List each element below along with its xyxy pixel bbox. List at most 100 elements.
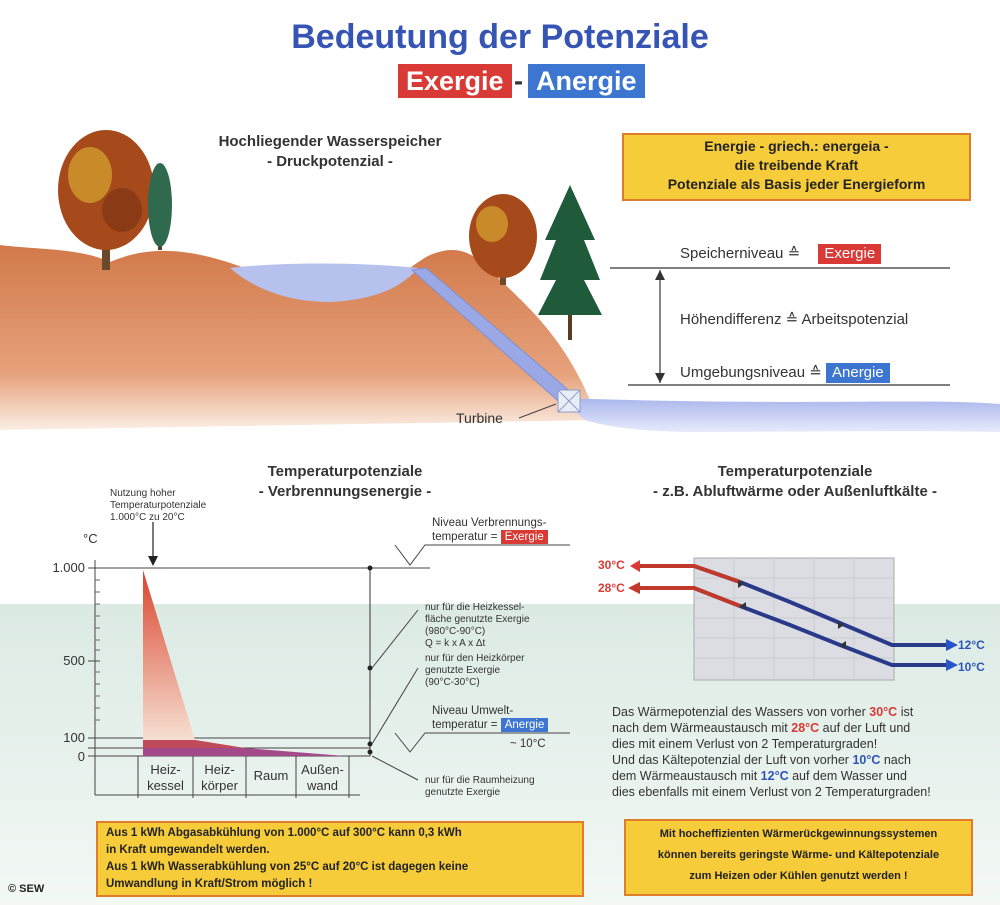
hoehendifferenz-label: Höhendifferenz ≙ Arbeitspotenzial (680, 311, 909, 328)
category-aussenwand: Außen- wand (296, 762, 349, 794)
para-line1: Das Wärmepotenzial des Wassers von vorhe… (612, 704, 997, 720)
speicherniveau-text: Speicherniveau ≙ (680, 245, 801, 262)
para-l1a: Das Wärmepotenzial des Wassers von vorhe… (612, 705, 870, 719)
heizkessel-note-line1: nur für die Heizkessel- (425, 602, 525, 613)
left-heading-line1: Temperaturpotenziale (267, 463, 423, 480)
umgebungsniveau-badge: Anergie (826, 363, 890, 383)
right-heading-line2: - z.B. Abluftwärme oder Außenluftkälte - (653, 483, 937, 500)
para-l2b: 28°C (791, 721, 820, 735)
waermepotenzial-paragraph: Das Wärmepotenzial des Wassers von vorhe… (612, 704, 997, 800)
box-line1: Energie - griech.: energeia - (704, 138, 889, 154)
raum-note: nur für die Raumheizung genutzte Exergie (425, 775, 535, 799)
tree-left (58, 130, 154, 270)
approx-10-label: ~ 10°C (510, 738, 546, 750)
tree-pine (538, 185, 602, 340)
heizkoerper-note-line1: nur für den Heizkörper (425, 653, 525, 664)
box-line3: Potenziale als Basis jeder Energieform (667, 176, 926, 192)
top-heading: Hochliegender Wasserspeicher - Druckpote… (180, 132, 480, 172)
para-l1c: ist (897, 705, 914, 719)
top-heading-line1: Hochliegender Wasserspeicher (218, 133, 442, 150)
wrg-box-line3: zum Heizen oder Kühlen genutzt werden ! (689, 870, 908, 882)
para-l5b: 12°C (760, 769, 789, 783)
exergie-tag: Exergie (398, 64, 512, 98)
umgebungsniveau-label: Umgebungsniveau ≙ Anergie (680, 363, 890, 383)
speicherniveau-badge: Exergie (818, 244, 882, 264)
tick-0: 0 (77, 749, 85, 764)
abgas-info-box: Aus 1 kWh Abgasabkühlung von 1.000°C auf… (96, 821, 584, 897)
heizkoerper-note: nur für den Heizkörper genutzte Exergie … (425, 653, 525, 689)
para-line6: dies ebenfalls mit einem Verlust von 2 T… (612, 785, 931, 799)
niveau-verbrennung-text: temperatur = (432, 531, 498, 543)
left-heading: Temperaturpotenziale - Verbrennungsenerg… (200, 462, 490, 502)
niveau-umwelt-line1: Niveau Umwelt- (432, 705, 514, 717)
reservoir (230, 263, 418, 302)
para-l4a: Und das Kältepotenzial der Luft von vorh… (612, 753, 853, 767)
tick-1000: 1.000 (52, 560, 85, 575)
category-heizkoerper-line2: körper (201, 778, 238, 793)
para-l4c: nach (880, 753, 911, 767)
para-l5a: dem Wärmeaustausch mit (612, 769, 761, 783)
niveau-umwelt-text: temperatur = (432, 719, 498, 731)
niveau-umwelt-badge: Anergie (500, 718, 549, 732)
turbine-label: Turbine (456, 410, 503, 426)
raum-note-line2: genutzte Exergie (425, 787, 501, 798)
abgas-box-line3: Aus 1 kWh Wasserabkühlung von 25°C auf 2… (106, 861, 469, 873)
heizkoerper-note-line2: genutzte Exergie (425, 665, 501, 676)
para-line5: dem Wärmeaustausch mit 12°C auf dem Wass… (612, 768, 997, 784)
heizkoerper-band (143, 740, 245, 748)
abgas-box-line2: in Kraft umgewandelt werden. (106, 844, 270, 856)
category-heizkoerper: Heiz- körper (193, 762, 246, 794)
para-line4: Und das Kältepotenzial der Luft von vorh… (612, 752, 997, 768)
category-heizkessel-line2: kessel (147, 778, 184, 793)
left-heading-line2: - Verbrennungsenergie - (258, 483, 432, 500)
right-heading: Temperaturpotenziale - z.B. Abluftwärme … (600, 462, 990, 502)
anergie-tag: Anergie (528, 64, 645, 98)
para-l5c: auf dem Wasser und (788, 769, 907, 783)
umgebungsniveau-text: Umgebungsniveau ≙ (680, 364, 822, 381)
heizkessel-note-line2: fläche genutzte Exergie (425, 614, 530, 625)
heizkessel-note-line4: Q = k x A x Δt (425, 638, 486, 649)
label-28c: 28°C (598, 581, 625, 595)
para-line3: dies mit einem Verlust von 2 Temperaturg… (612, 737, 878, 751)
speicherniveau-label: Speicherniveau ≙ Exergie (680, 244, 882, 264)
abgas-box-line1: Aus 1 kWh Abgasabkühlung von 1.000°C auf… (106, 827, 462, 839)
raum-note-line1: nur für die Raumheizung (425, 775, 535, 786)
waermerueckgewinnung-box: Mit hocheffizienten Wärmerückgewinnungss… (624, 819, 973, 896)
category-heizkessel: Heiz- kessel (138, 762, 193, 794)
para-l2a: nach dem Wärmeaustausch mit (612, 721, 792, 735)
tree-middle (469, 194, 537, 285)
wrg-box-line1: Mit hocheffizienten Wärmerückgewinnungss… (659, 828, 938, 840)
right-heading-line1: Temperaturpotenziale (717, 463, 873, 480)
para-l2c: auf der Luft und (819, 721, 911, 735)
page-title: Bedeutung der Potenziale (291, 18, 709, 56)
label-12c: 12°C (958, 638, 985, 652)
niveau-umwelt-line2: temperatur = Anergie (432, 718, 549, 732)
tick-100: 100 (63, 730, 85, 745)
niveau-umwelt: Niveau Umwelt- temperatur = Anergie (432, 704, 549, 732)
niveau-verbrennung-line2: temperatur = Exergie (432, 530, 548, 544)
box-line2: die treibende Kraft (734, 157, 859, 173)
unit-label: °C (83, 531, 98, 546)
top-heading-line2: - Druckpotenzial - (267, 153, 393, 170)
category-raum: Raum (253, 768, 289, 783)
heizkoerper-note-line3: (90°C-30°C) (425, 677, 480, 688)
nutzung-note: Nutzung hoher Temperaturpotenziale 1.000… (110, 488, 206, 524)
nutzung-line1: Nutzung hoher (110, 488, 176, 499)
label-30c: 30°C (598, 558, 625, 572)
abgas-box-line4: Umwandlung in Kraft/Strom möglich ! (106, 878, 313, 890)
category-heizkessel-line1: Heiz- (150, 762, 181, 777)
turbine-graphic (557, 389, 581, 413)
copyright: © SEW (8, 883, 45, 895)
category-heizkoerper-line1: Heiz- (204, 762, 235, 777)
para-line2: nach dem Wärmeaustausch mit 28°C auf der… (612, 720, 997, 736)
raum-band (143, 748, 345, 756)
label-10c: 10°C (958, 660, 985, 674)
para-l1b: 30°C (869, 705, 898, 719)
niveau-verbrennung: Niveau Verbrennungs- temperatur = Exergi… (432, 516, 548, 544)
wrg-box-line2: können bereits geringste Wärme- und Kält… (657, 849, 940, 861)
tree-cypress (148, 163, 172, 250)
niveau-verbrennung-line1: Niveau Verbrennungs- (432, 517, 547, 529)
left-chart-minor-ticks (95, 579, 100, 721)
heizkessel-note-line3: (980°C-90°C) (425, 626, 486, 637)
category-aussenwand-line2: wand (306, 778, 339, 793)
